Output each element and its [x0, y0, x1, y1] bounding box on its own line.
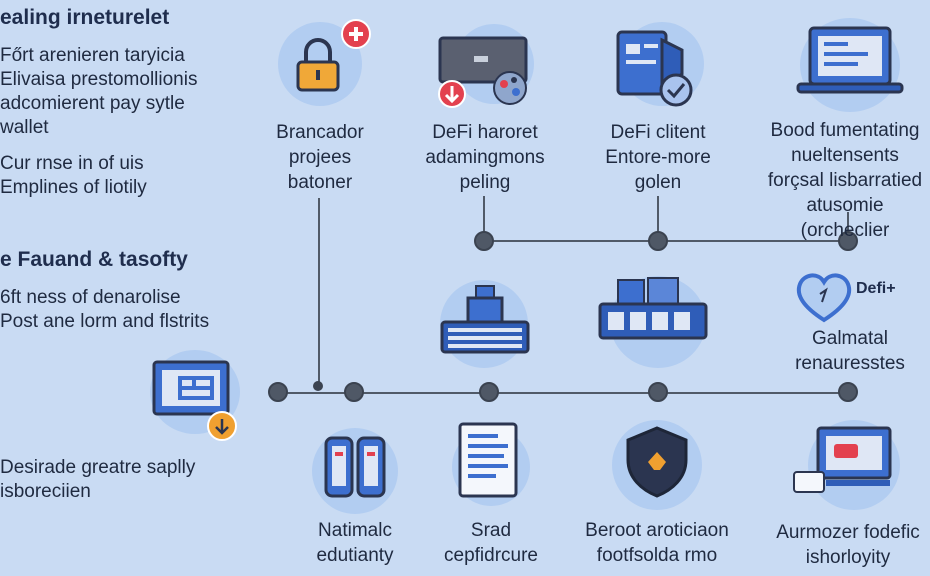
left-heading-2: e Fauand & tasofty	[0, 248, 188, 271]
card-reader-node-caption: DeFi haroret adamingmons peling	[425, 122, 545, 193]
junction-dot	[648, 231, 668, 251]
padlock-node-caption: Brancador projees batoner	[276, 122, 364, 193]
junction-dot	[268, 382, 288, 402]
heart-shield-icon	[796, 273, 852, 323]
left-paragraph-1: Főrt arenieren taryicia Elivaisa prestom…	[0, 45, 198, 138]
left-paragraph-2: Cur rnse in of uis Emplines of liotily	[0, 153, 147, 198]
keyboard-device-icon	[440, 285, 530, 354]
junction-dot	[648, 382, 668, 402]
defi-badge: Defi+	[856, 280, 896, 297]
junction-dot-small	[313, 381, 323, 391]
wallet-node-caption: DeFi clitent Entore-more golen	[605, 122, 711, 193]
middle-connector-line	[278, 392, 848, 394]
phone-node-caption: Natimalc edutianty	[316, 520, 394, 566]
junction-dot	[838, 382, 858, 402]
junction-dot	[344, 382, 364, 402]
connector-drop-1	[483, 196, 485, 240]
server-stack-icon	[598, 277, 708, 340]
document-icon	[458, 422, 518, 498]
connector-drop-2	[657, 196, 659, 240]
junction-dot	[838, 231, 858, 251]
wallet-shield-icon	[616, 30, 693, 107]
window-download-icon	[152, 360, 237, 441]
left-heading-1: ealing irneturelet	[0, 6, 170, 29]
laptop-icon	[796, 26, 904, 94]
card-reader-icon	[438, 36, 528, 108]
laptop-node-caption: Bood fumentating nueltensents forçsal li…	[767, 120, 923, 241]
left-paragraph-4: Desirade greatre saplly isboreciien	[0, 457, 196, 502]
vertical-connector-line	[318, 198, 320, 386]
junction-dot	[479, 382, 499, 402]
monitor-card-icon	[793, 426, 892, 493]
junction-dot	[474, 231, 494, 251]
monitor-node-caption: Aurmozer fodefic ishorloyity	[776, 522, 920, 568]
shield-node-caption: Beroot aroticiaon footfsolda rmo	[585, 520, 729, 566]
shield-icon	[626, 426, 688, 498]
document-node-caption: Srad cepfidrcure	[444, 520, 538, 566]
left-paragraph-3: 6ft ness of denarolise Post ane lorm and…	[0, 287, 210, 332]
connector-drop-3	[847, 212, 849, 240]
plus-badge-icon	[341, 19, 371, 49]
phone-pair-icon	[324, 436, 386, 498]
heart-node-caption: Galmatal renauresstes	[795, 328, 905, 374]
padlock-icon	[296, 38, 340, 92]
